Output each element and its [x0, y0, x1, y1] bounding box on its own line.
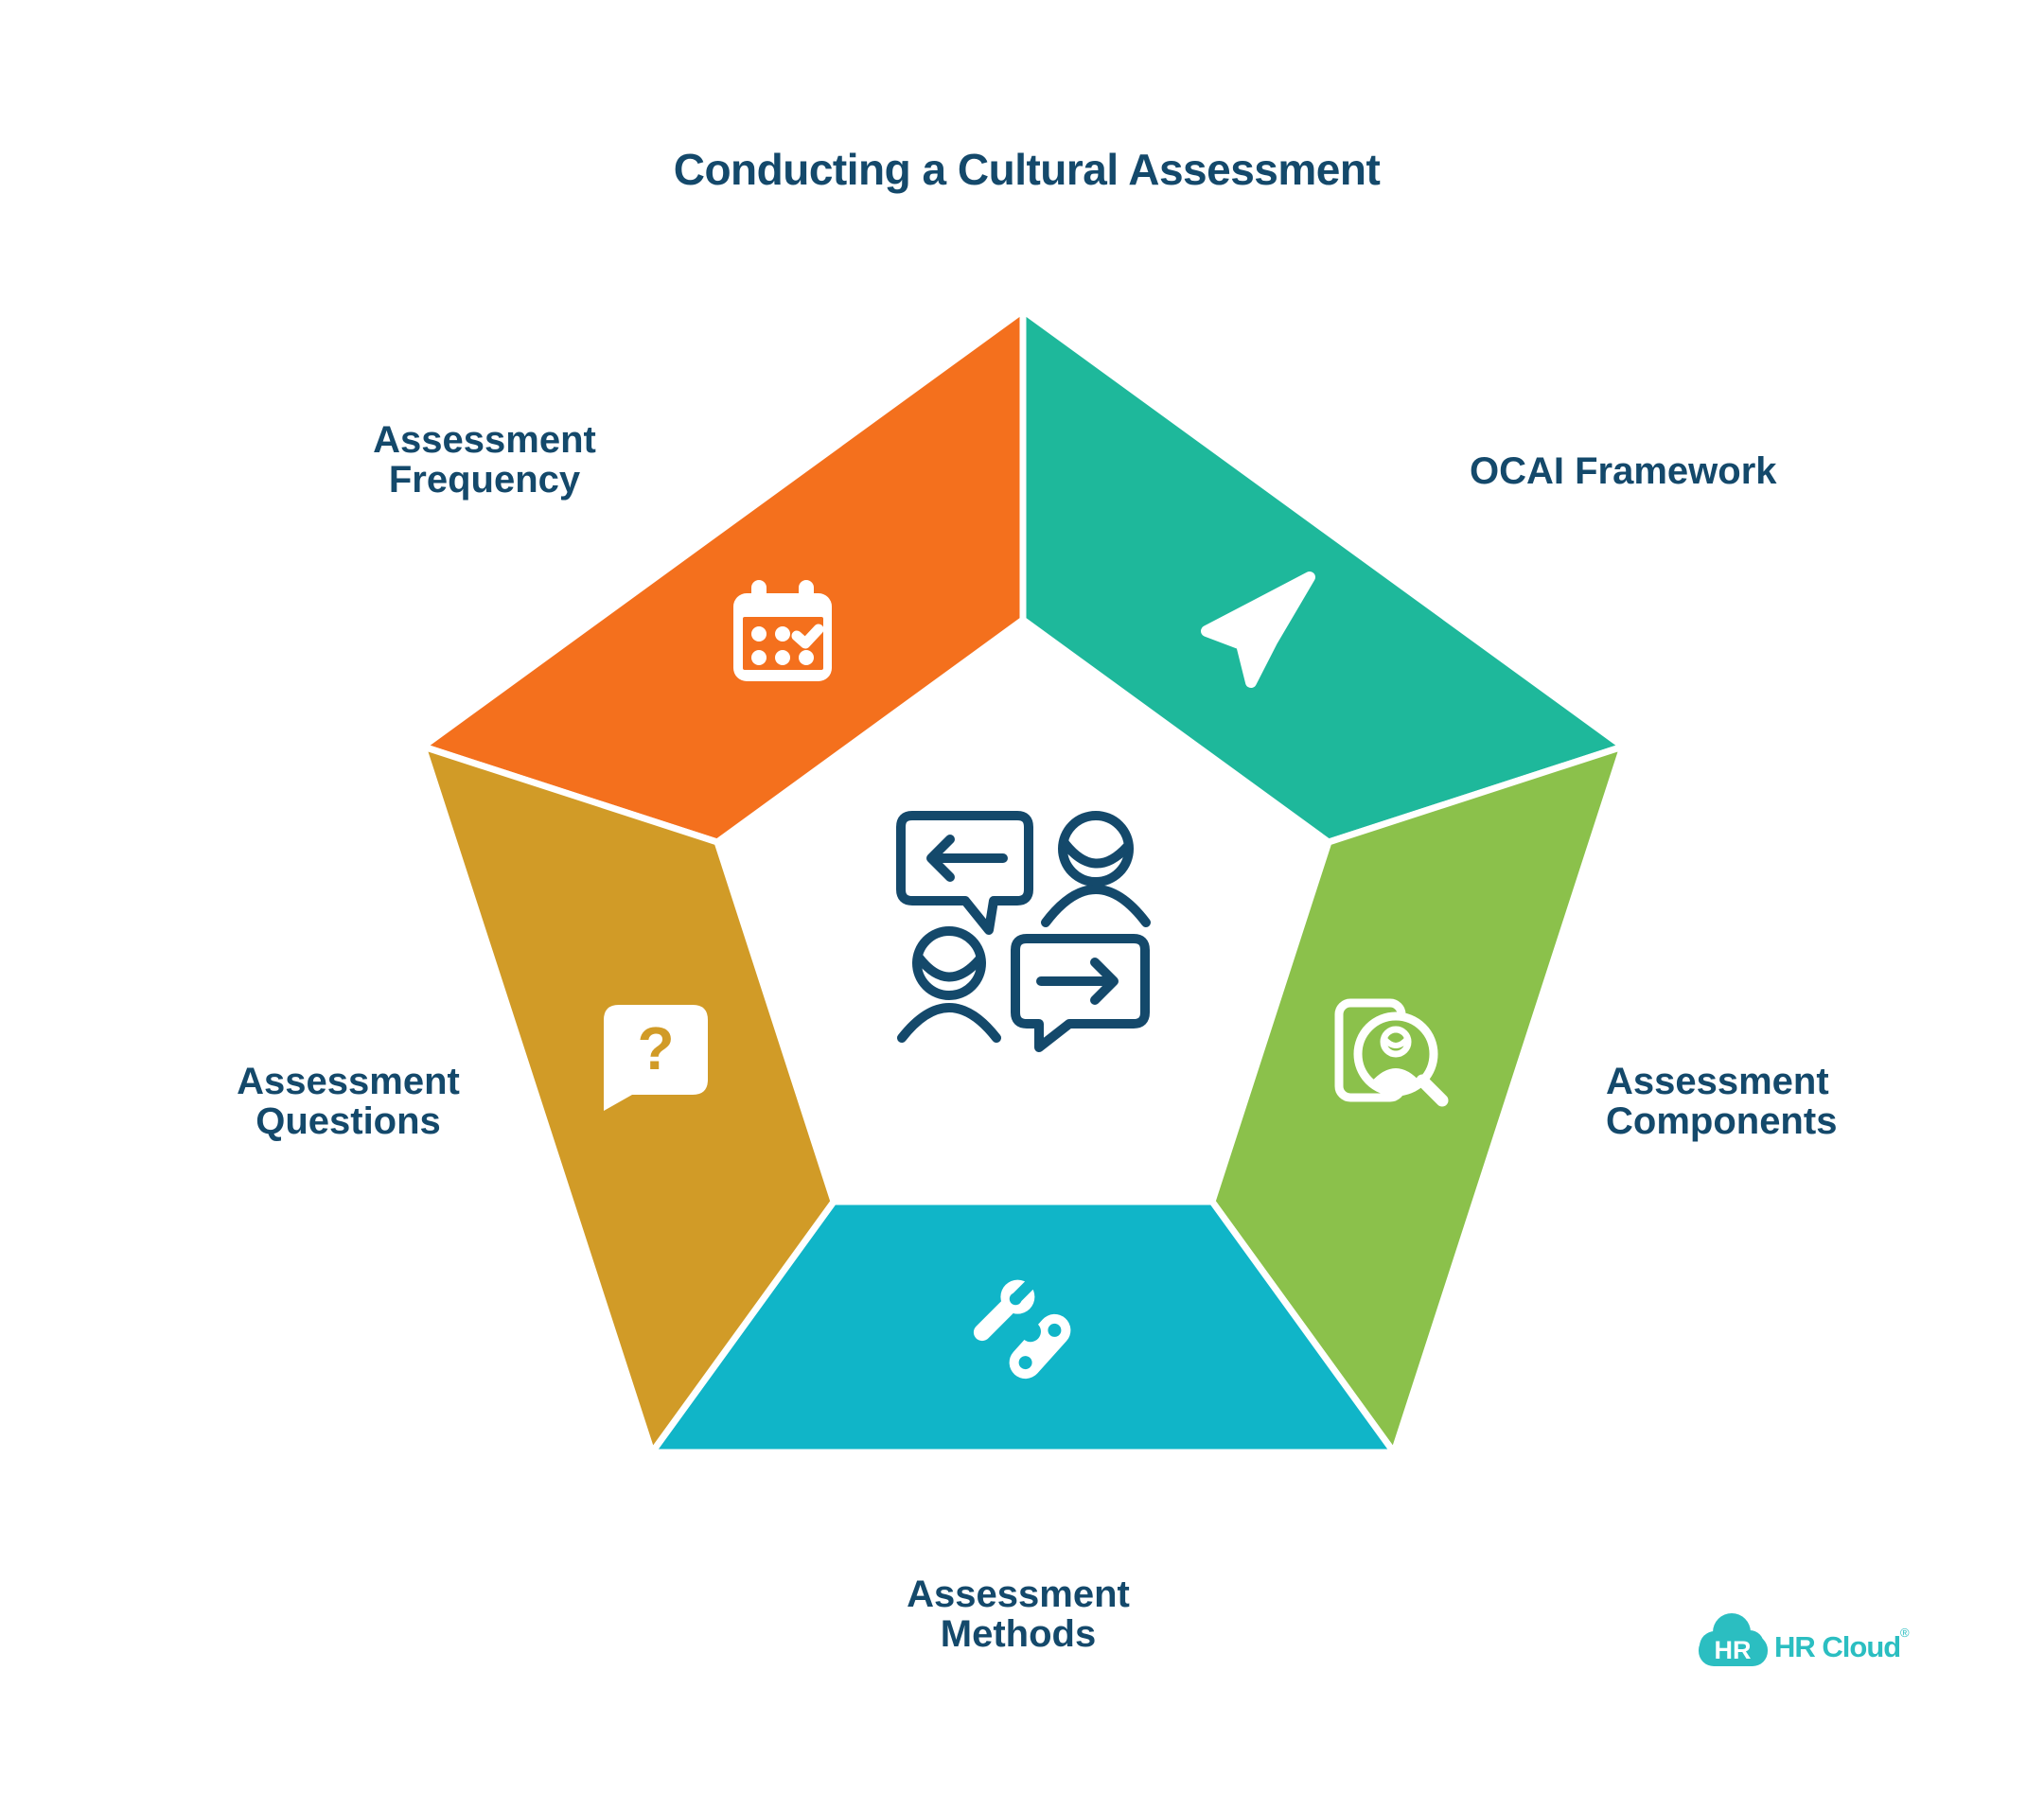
logo-badge-text: HR: [1715, 1636, 1752, 1664]
label-assessment-questions: Assessment Questions: [206, 1062, 490, 1141]
segment-assessment-questions: [417, 741, 837, 1460]
segment-ocai-framework: [1019, 304, 1630, 846]
arrow-right-icon: [1036, 958, 1119, 1005]
logo-trademark: ®: [1900, 1626, 1910, 1640]
speech-bubble-right: [1011, 934, 1150, 1052]
label-assessment-components: Assessment Components: [1606, 1062, 1965, 1141]
label-assessment-frequency: Assessment Frequency: [343, 420, 626, 500]
speech-bubble-left: [896, 811, 1033, 935]
person-shoulders-top: [1041, 885, 1151, 927]
question-mark-glyph: ?: [637, 1014, 674, 1082]
profile-search-icon: [1334, 998, 1449, 1107]
label-line: Methods: [940, 1613, 1097, 1655]
label-line: Questions: [256, 1100, 441, 1142]
connector-tool-icon: [1009, 1313, 1071, 1380]
hr-cloud-logo: HR HR Cloud ®: [1699, 1613, 1910, 1666]
paper-plane-icon: [1201, 571, 1315, 688]
label-line: Assessment: [907, 1574, 1130, 1615]
page-title: Conducting a Cultural Assessment: [673, 145, 1381, 194]
label-line: Assessment: [237, 1061, 460, 1102]
calendar-check-icon: [733, 580, 832, 681]
conversation-exchange-icon: [896, 811, 1151, 1052]
tools-icon: [973, 1276, 1071, 1380]
segment-assessment-frequency: [415, 304, 1027, 846]
person-face-top: [1060, 838, 1132, 869]
label-assessment-methods: Assessment Methods: [876, 1574, 1160, 1654]
logo-wordmark: HR Cloud: [1774, 1630, 1900, 1663]
cloud-icon: [1699, 1613, 1768, 1666]
label-line: Assessment: [373, 419, 596, 461]
label-ocai-framework: OCAI Framework: [1470, 451, 1905, 491]
label-line: Components: [1606, 1100, 1838, 1142]
person-face-bottom: [914, 953, 984, 982]
person-shoulders-bottom: [897, 1003, 1001, 1043]
question-bubble-icon: ?: [604, 1005, 708, 1111]
label-line: OCAI Framework: [1470, 450, 1777, 492]
label-line: Assessment: [1606, 1061, 1829, 1102]
arrow-left-icon: [926, 835, 1008, 882]
label-line: Frequency: [388, 459, 581, 501]
wrench-icon: [973, 1276, 1038, 1342]
